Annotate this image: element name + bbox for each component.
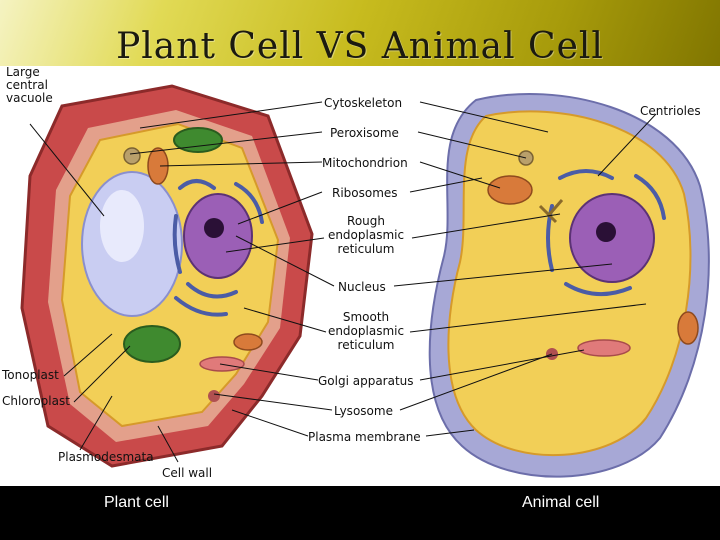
slide-title: Plant Cell VS Animal Cell xyxy=(0,26,720,67)
label-tonoplast: Tonoplast xyxy=(2,368,59,382)
animal-nucleolus xyxy=(596,222,616,242)
label-chloroplast: Chloroplast xyxy=(2,394,70,408)
label-centrioles: Centrioles xyxy=(640,104,701,118)
caption-plant-cell: Plant cell xyxy=(104,494,169,512)
label-rough-er: Rough endoplasmic reticulum xyxy=(318,214,414,256)
label-plasma-membrane: Plasma membrane xyxy=(308,430,421,444)
plant-mitochondrion-2 xyxy=(234,334,262,350)
caption-animal-cell: Animal cell xyxy=(522,494,599,512)
animal-mitochondrion-2 xyxy=(678,312,698,344)
animal-mitochondrion xyxy=(488,176,532,204)
animal-golgi xyxy=(578,340,630,356)
plant-peroxisome xyxy=(124,148,140,164)
label-peroxisome: Peroxisome xyxy=(330,126,399,140)
vacuole-highlight xyxy=(100,190,144,262)
label-cytoskeleton: Cytoskeleton xyxy=(324,96,402,110)
label-plasmodesmata: Plasmodesmata xyxy=(58,450,154,464)
animal-cytoplasm xyxy=(448,111,690,455)
plant-chloroplast-bottom xyxy=(124,326,180,362)
diagram-panel: Large central vacuole Cytoskeleton Perox… xyxy=(0,66,720,486)
plant-lysosome xyxy=(208,390,220,402)
label-golgi: Golgi apparatus xyxy=(318,374,414,388)
animal-cell xyxy=(430,94,709,477)
label-mitochondrion: Mitochondrion xyxy=(322,156,408,170)
plant-nucleolus xyxy=(204,218,224,238)
label-smooth-er: Smooth endoplasmic reticulum xyxy=(318,310,414,352)
label-nucleus: Nucleus xyxy=(338,280,386,294)
label-large-central-vacuole: Large central vacuole xyxy=(6,66,56,105)
plant-cell xyxy=(22,86,312,466)
label-ribosomes: Ribosomes xyxy=(332,186,398,200)
label-lysosome: Lysosome xyxy=(334,404,393,418)
label-cell-wall: Cell wall xyxy=(162,466,212,480)
